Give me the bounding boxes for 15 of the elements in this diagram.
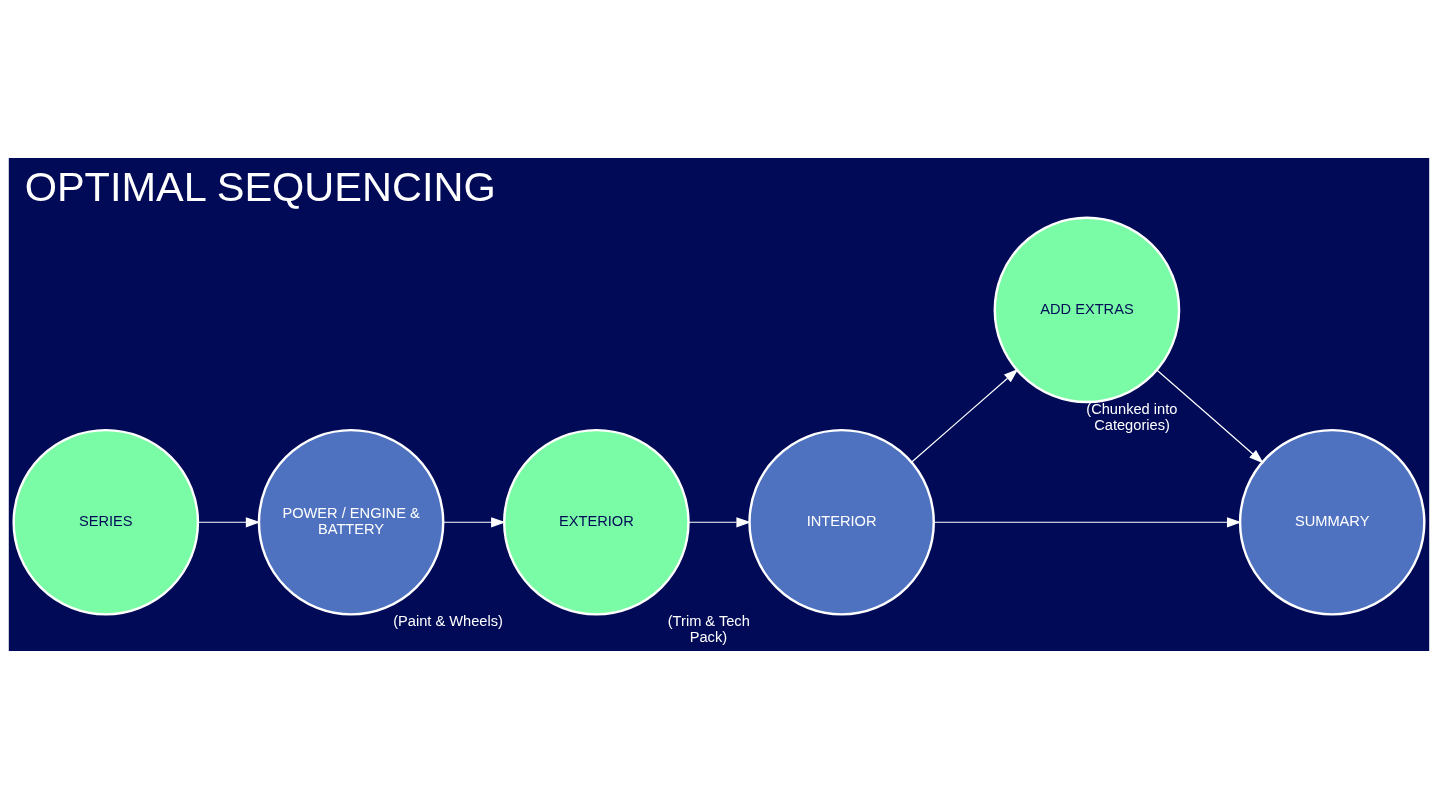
node-label: (Trim & Tech Pack): [667, 613, 750, 645]
arrow: [197, 517, 261, 528]
arrow: [442, 517, 506, 528]
node-circle: POWER / ENGINE & BATTERY: [257, 428, 445, 616]
arrow: [911, 368, 1019, 463]
node-circle: INTERIOR: [748, 428, 935, 616]
arrow: [1156, 369, 1264, 464]
arrow: [933, 517, 1242, 528]
node-circle: SERIES: [12, 428, 200, 616]
node-label: (Paint & Wheels): [393, 613, 503, 630]
diagram-title: OPTIMAL SEQUENCING: [24, 162, 496, 210]
arrow: [688, 517, 752, 528]
node-circle: EXTERIOR: [503, 428, 690, 616]
node-circle: ADD EXTRAS: [993, 216, 1181, 404]
node-circle: SUMMARY: [1238, 428, 1426, 616]
